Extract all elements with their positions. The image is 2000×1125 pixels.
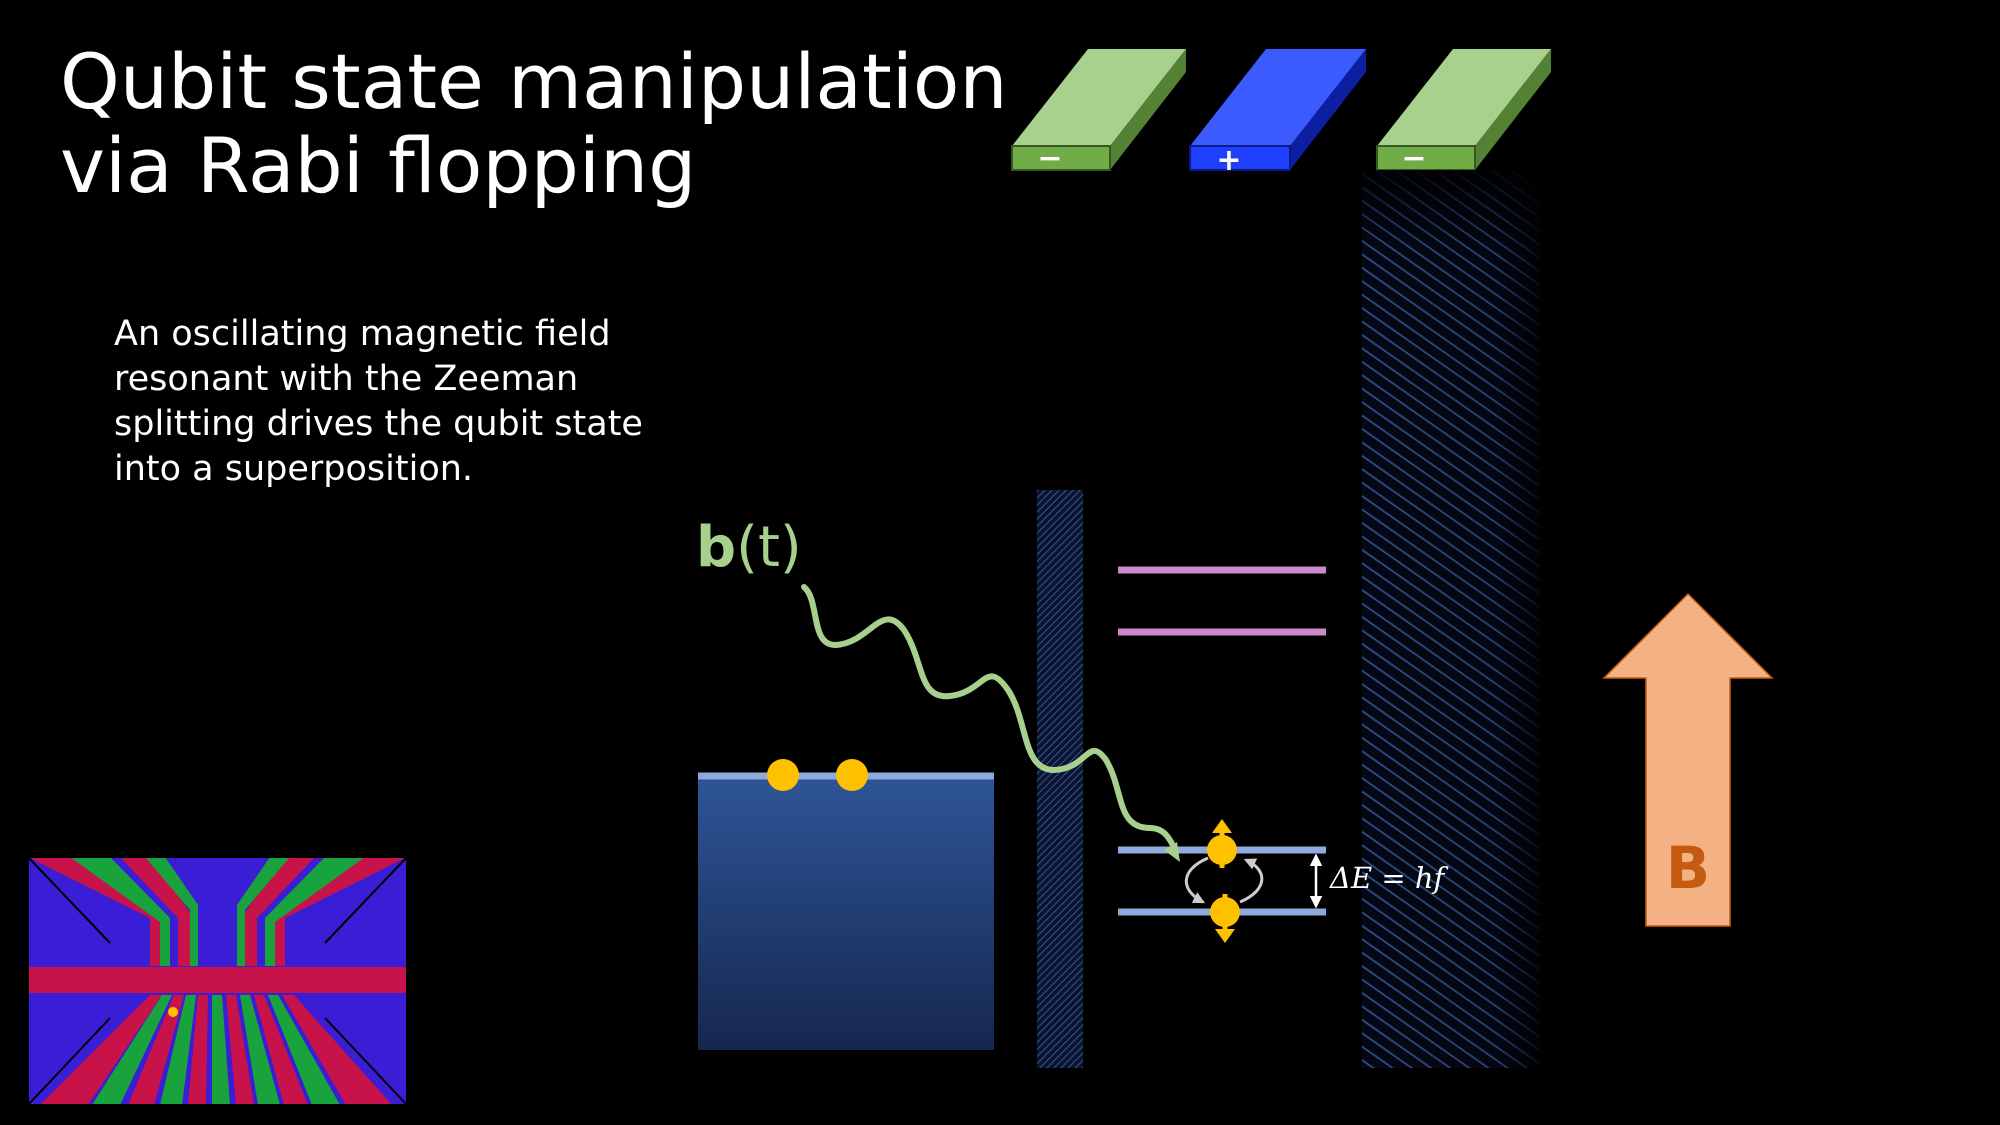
spin-down-arrow-icon [1215,929,1235,943]
slide-title: Qubit state manipulation via Rabi floppi… [60,37,1008,210]
gate-sign-left: − [1037,141,1062,176]
energy-gap-label: ΔE = hf [1329,861,1450,895]
tunnel-barrier-thin [1037,490,1083,1068]
spin-down-electron [1210,894,1240,943]
flip-arrow-left [1184,856,1209,904]
drive-field-wave [801,584,1179,855]
gate-electrode-left: − [1011,49,1186,176]
tunnel-barrier-wide [1362,170,1540,1068]
flip-arrow-right [1239,858,1264,904]
spin-up-arrow-icon [1212,819,1232,833]
drive-field-arrowhead [1164,842,1180,862]
gate-layout-icon [27,856,408,1106]
drive-field-b: b [696,515,736,580]
static-field-arrow: B [1602,592,1774,927]
inset-dot-marker [168,1007,178,1017]
gate-electrode-middle: + [1189,49,1366,178]
drive-field-label: b(t) [696,515,802,580]
gate-electrode-right: − [1376,49,1551,176]
reservoir-electron [767,759,799,791]
slide-description: An oscillating magnetic field resonant w… [114,314,643,489]
drive-field-t: (t) [736,515,802,580]
reservoir-electron [836,759,868,791]
spin-up-electron [1207,819,1237,868]
gate-sign-middle: + [1216,143,1241,178]
static-field-label: B [1666,834,1710,902]
electron-reservoir [698,778,994,1050]
